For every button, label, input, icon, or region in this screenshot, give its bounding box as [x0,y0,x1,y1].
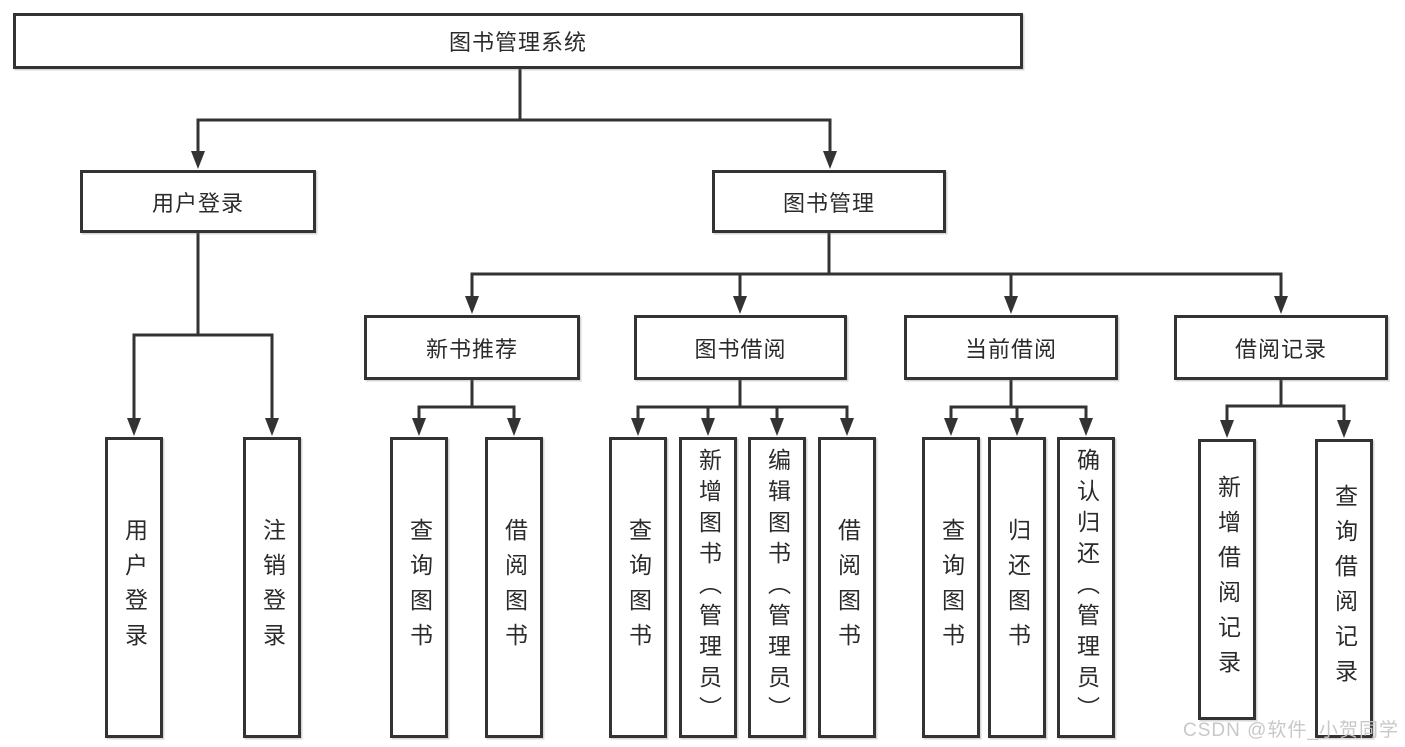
leaf-query-books-recommend-label: 查询图书 [406,517,433,658]
leaf-edit-book-admin-label: 编辑图书（管理员） [764,448,791,727]
leaf-query-books-borrow-label: 查询图书 [625,517,652,658]
leaf-logout-label: 注销登录 [259,517,286,658]
leaf-confirm-return-admin: 确认归还（管理员） [1057,437,1115,738]
leaf-return-book-label: 归还图书 [1004,517,1031,658]
node-book-borrow-label: 图书借阅 [694,336,787,362]
leaf-add-borrow-record: 新增借阅记录 [1198,439,1256,720]
leaf-user-login: 用户登录 [105,437,163,738]
csdn-watermark: CSDN @软件_小贺同学 [1183,720,1399,741]
node-book-borrow: 图书借阅 [634,315,847,380]
leaf-borrow-books-recommend: 借阅图书 [485,437,543,738]
node-borrow-records: 借阅记录 [1174,315,1388,380]
leaf-borrow-books-recommend-label: 借阅图书 [501,517,528,658]
leaf-query-borrow-record: 查询借阅记录 [1315,439,1373,738]
leaf-query-books-current: 查询图书 [922,437,980,738]
node-new-book-recommend: 新书推荐 [364,315,580,380]
node-current-borrow-label: 当前借阅 [964,336,1057,362]
leaf-query-borrow-record-label: 查询借阅记录 [1331,483,1358,694]
leaf-query-books-recommend: 查询图书 [390,437,448,738]
node-book-management-label: 图书管理 [782,190,875,216]
leaf-return-book: 归还图书 [988,437,1046,738]
node-new-book-recommend-label: 新书推荐 [425,336,518,362]
arrowheads [127,151,1351,438]
node-user-login-label: 用户登录 [151,190,244,216]
leaf-user-login-label: 用户登录 [121,517,148,658]
leaf-query-books-borrow: 查询图书 [609,437,667,738]
leaf-edit-book-admin: 编辑图书（管理员） [748,437,806,738]
node-borrow-records-label: 借阅记录 [1234,336,1327,362]
leaf-add-book-admin: 新增图书（管理员） [679,437,737,738]
node-book-management: 图书管理 [712,170,946,233]
node-root-label: 图书管理系统 [448,30,587,55]
leaf-borrow-books: 借阅图书 [818,437,876,738]
leaf-logout: 注销登录 [243,437,301,738]
leaf-add-borrow-record-label: 新增借阅记录 [1214,474,1241,685]
node-user-login: 用户登录 [80,170,316,233]
leaf-query-books-current-label: 查询图书 [938,517,965,658]
node-current-borrow: 当前借阅 [904,315,1118,380]
leaf-borrow-books-label: 借阅图书 [834,517,861,658]
leaf-add-book-admin-label: 新增图书（管理员） [695,448,722,727]
node-root: 图书管理系统 [13,13,1023,69]
leaf-confirm-return-admin-label: 确认归还（管理员） [1073,448,1100,727]
